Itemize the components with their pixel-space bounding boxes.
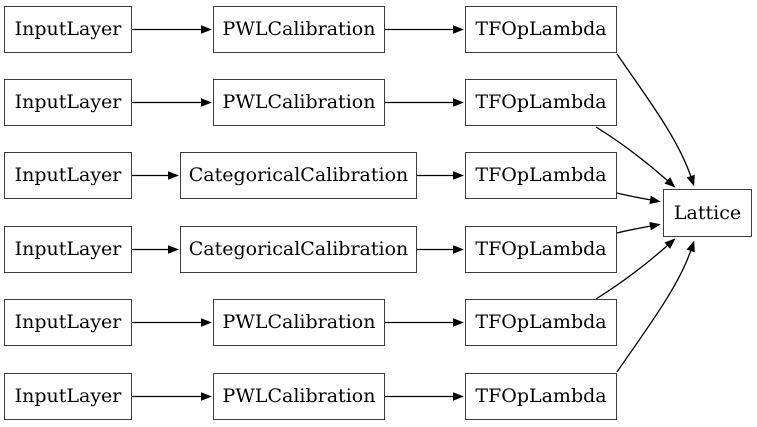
node-input-layer-5: InputLayer [4,299,132,346]
node-lattice: Lattice [663,189,752,237]
edge-op-to-lattice-row6 [616,240,695,373]
node-pwl-calibration-3: PWLCalibration [213,299,385,346]
node-tfop-lambda-2: TFOpLambda [465,79,617,126]
node-tfop-lambda-1: TFOpLambda [465,6,617,53]
node-input-layer-4: InputLayer [4,226,132,273]
node-pwl-calibration-2: PWLCalibration [213,79,385,126]
node-tfop-lambda-3: TFOpLambda [465,152,617,199]
node-tfop-lambda-6: TFOpLambda [465,373,617,420]
node-categorical-calibration-1: CategoricalCalibration [180,152,417,199]
edge-op-to-lattice-row2 [595,126,676,188]
node-pwl-calibration-4: PWLCalibration [213,373,385,420]
node-tfop-lambda-4: TFOpLambda [465,226,617,273]
node-pwl-calibration-1: PWLCalibration [213,6,385,53]
node-input-layer-1: InputLayer [4,6,132,53]
edge-op-to-lattice-row4 [616,221,661,234]
node-input-layer-3: InputLayer [4,152,132,199]
edge-op-to-lattice-row1 [616,53,695,187]
node-tfop-lambda-5: TFOpLambda [465,299,617,346]
node-categorical-calibration-2: CategoricalCalibration [180,226,417,273]
node-input-layer-6: InputLayer [4,373,132,420]
edge-op-to-lattice-row3 [616,192,661,205]
node-input-layer-2: InputLayer [4,79,132,126]
edge-op-to-lattice-row5 [595,238,676,300]
